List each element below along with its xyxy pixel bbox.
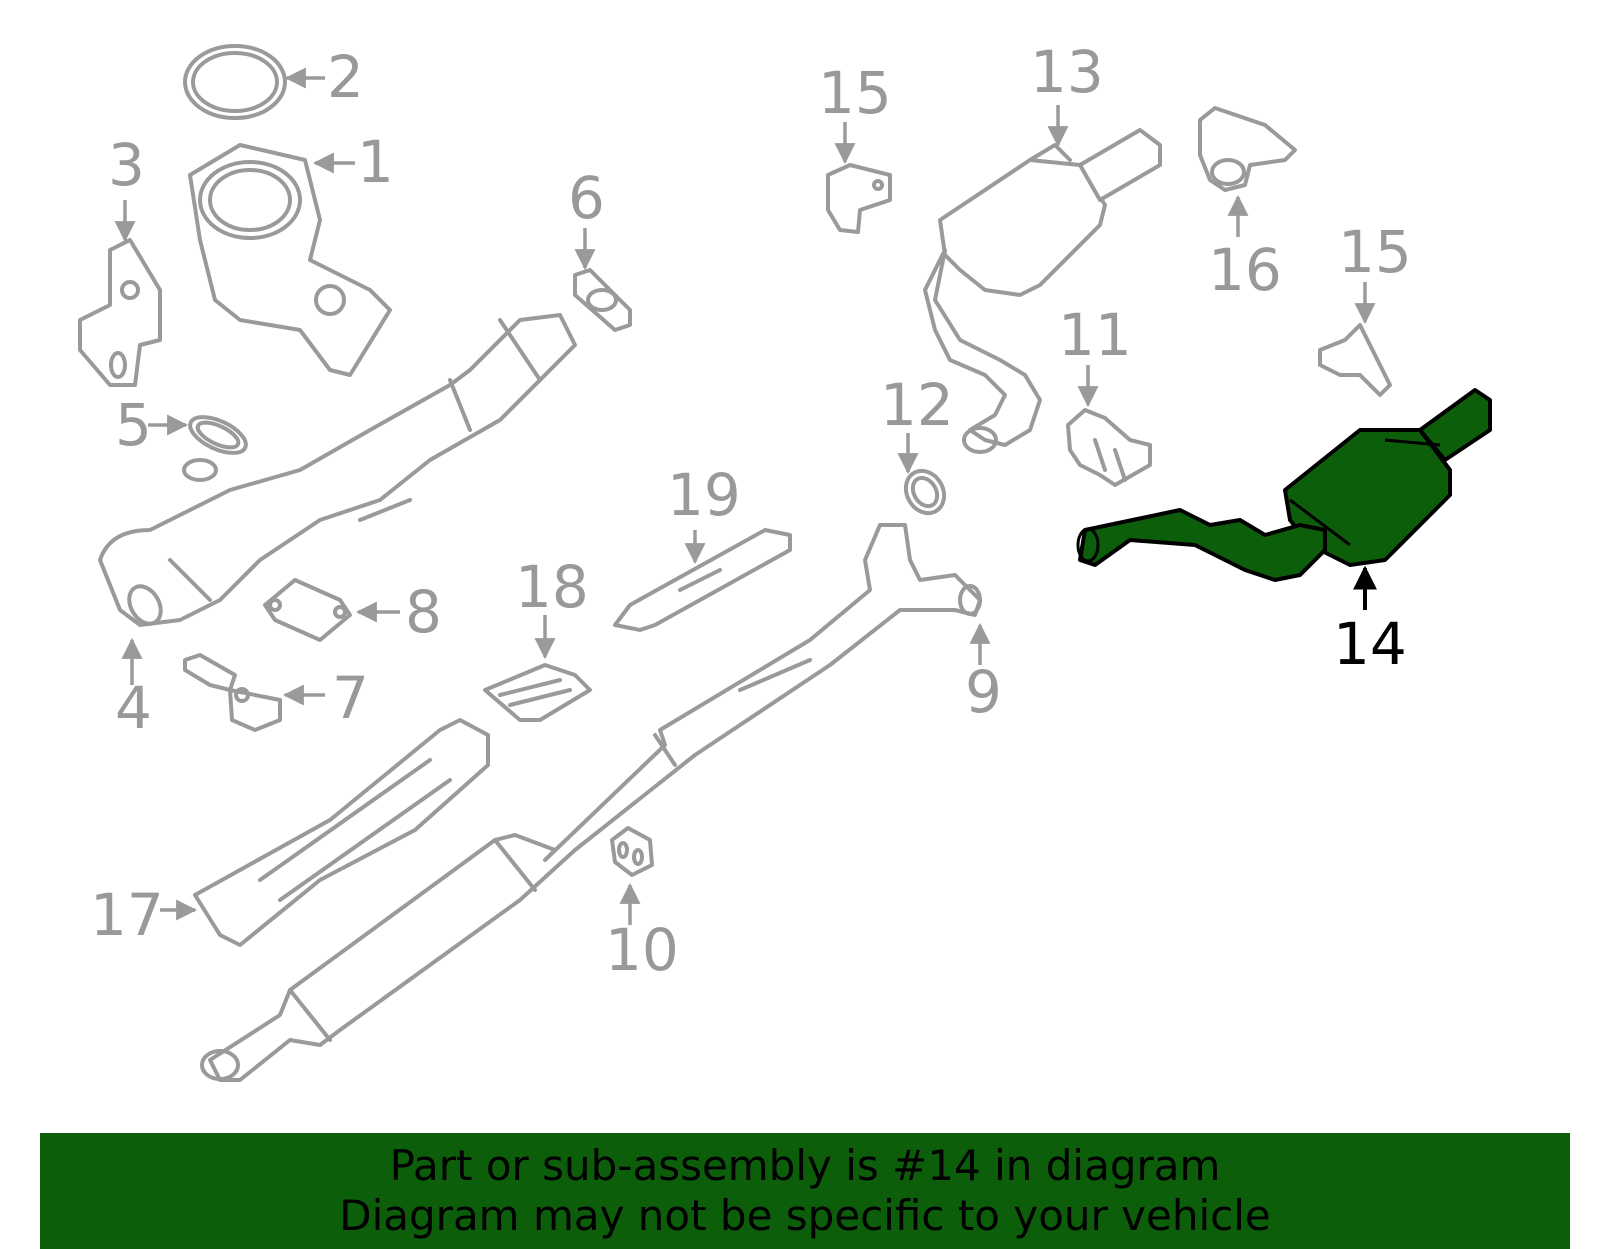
callout-labels: 1 2 3 4 5 6 7 8 9 10 11 12 13 14 15 15 1…	[90, 38, 1412, 984]
callout-14: 14	[1333, 610, 1407, 678]
callout-12: 12	[880, 371, 954, 439]
callout-3: 3	[108, 131, 145, 199]
part-13-muffler	[923, 128, 1162, 454]
banner-line-2: Diagram may not be specific to your vehi…	[339, 1191, 1271, 1240]
callout-4: 4	[115, 674, 152, 742]
part-7-sensor	[183, 653, 282, 732]
callout-19: 19	[667, 461, 741, 529]
center-pipe-resonator	[200, 523, 982, 1082]
callout-8: 8	[405, 578, 442, 646]
part-10-rubber-hanger	[610, 826, 654, 877]
part-19-heat-shield	[613, 528, 792, 632]
callout-6: 6	[568, 164, 605, 232]
callout-16: 16	[1208, 236, 1282, 304]
callout-9: 9	[965, 658, 1002, 726]
part-12-gasket	[903, 468, 947, 516]
part-3-bracket	[78, 238, 162, 387]
info-banner: Part or sub-assembly is #14 in diagram D…	[40, 1133, 1570, 1249]
callout-13: 13	[1030, 38, 1104, 106]
part-15-bracket-right	[1318, 323, 1392, 397]
callout-11: 11	[1058, 301, 1132, 369]
exhaust-system-diagram: 1 2 3 4 5 6 7 8 9 10 11 12 13 14 15 15 1…	[78, 38, 1492, 1082]
callout-17: 17	[90, 881, 164, 949]
callout-1: 1	[357, 128, 394, 196]
callout-15-left: 15	[818, 59, 892, 127]
part-6-flange-gasket	[573, 268, 632, 332]
part-14-muffler-highlighted	[1076, 388, 1492, 582]
front-pipe-assembly	[98, 313, 577, 627]
part-16-bracket	[1198, 106, 1297, 192]
part-1-catalytic-converter	[188, 143, 392, 377]
callout-7: 7	[332, 664, 369, 732]
callout-10: 10	[605, 916, 679, 984]
part-15-bracket-left	[826, 163, 892, 234]
part-18-heat-shield	[483, 663, 592, 722]
part-2-gasket	[183, 44, 287, 120]
part-8-bracket	[263, 578, 352, 642]
callout-arrows	[114, 67, 1377, 925]
part-5-gasket	[188, 415, 248, 455]
part-11-hanger	[1066, 408, 1152, 487]
callout-2: 2	[327, 43, 364, 111]
callout-18: 18	[515, 553, 589, 621]
callout-15-right: 15	[1338, 218, 1412, 286]
callout-5: 5	[115, 391, 152, 459]
banner-line-1: Part or sub-assembly is #14 in diagram	[389, 1141, 1221, 1190]
part-17-heat-shield	[193, 718, 490, 947]
